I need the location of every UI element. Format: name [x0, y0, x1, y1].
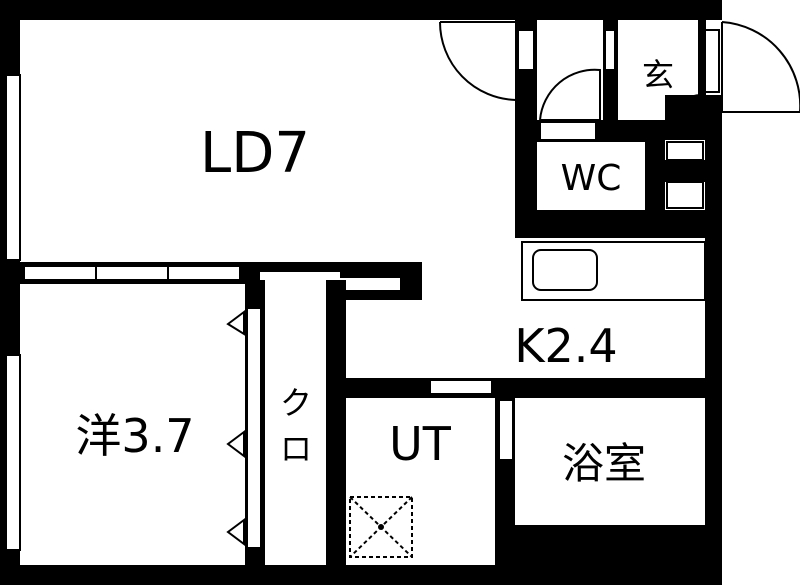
swing-hall-door	[539, 68, 601, 121]
closet-hinge-3	[226, 518, 245, 546]
label-entrance: 玄	[642, 56, 674, 94]
wall-notch-top	[340, 268, 422, 278]
door-frame-1	[517, 29, 535, 71]
floor-bath	[515, 398, 705, 525]
floor-western	[20, 284, 245, 565]
floor-genkan	[618, 20, 698, 95]
wall-outer-bottom	[0, 565, 722, 585]
wall-outer-top	[0, 0, 722, 20]
wall-bath-bottom	[515, 525, 705, 565]
label-closet-bottom: ロ	[280, 430, 312, 468]
floor-closet	[265, 286, 326, 565]
wall-genkan-right	[698, 20, 706, 100]
wall-hall-mid	[662, 160, 705, 182]
wall-notch-mid	[322, 290, 422, 300]
wall-kitchen-ut	[340, 378, 705, 398]
swing-entrance-door	[721, 21, 800, 113]
swing-wc-door	[667, 93, 705, 121]
wall-closet-right	[326, 280, 346, 565]
closet-hinge-2	[226, 430, 245, 458]
wall-hall-right	[665, 95, 705, 140]
wall-wc-right	[645, 120, 665, 220]
label-bath: 浴室	[562, 439, 646, 488]
kitchen-counter	[521, 241, 706, 301]
door-frame-2	[604, 29, 616, 71]
window-western-left	[5, 354, 21, 551]
floor-kitchen	[346, 300, 705, 378]
wall-wc-bottom	[515, 210, 705, 238]
wall-ld-lower	[240, 262, 515, 272]
closet-hinge-1	[226, 310, 245, 336]
label-ut: UT	[389, 417, 452, 471]
door-hall-right-2	[666, 181, 704, 209]
door-frame-3	[704, 29, 720, 93]
door-hall-right	[666, 141, 704, 161]
label-kitchen: K2.4	[514, 319, 617, 373]
label-ld: LD7	[200, 121, 310, 186]
door-sliding-2	[95, 265, 169, 281]
label-wc: WC	[561, 158, 622, 199]
door-bath	[498, 399, 514, 461]
closet-hinges	[226, 310, 245, 546]
washer-pan-box	[349, 496, 413, 558]
windows	[5, 29, 720, 551]
wall-outer-right	[705, 95, 722, 585]
wall-left-bar	[0, 40, 6, 250]
closet-door-panel	[246, 307, 262, 549]
label-closet-top: ク	[280, 384, 312, 422]
window-ld-left	[5, 74, 21, 261]
door-sliding-1	[23, 265, 97, 281]
sink-icon	[532, 249, 598, 291]
door-swings	[439, 21, 800, 121]
door-wc	[539, 121, 597, 141]
floor-wc	[537, 142, 645, 210]
washer-drain-icon	[378, 524, 384, 530]
floor-ld	[20, 20, 515, 262]
label-western: 洋3.7	[75, 409, 194, 463]
door-sliding-3	[167, 265, 241, 281]
door-ut-top	[429, 379, 493, 395]
swing-ld-door	[439, 21, 517, 102]
